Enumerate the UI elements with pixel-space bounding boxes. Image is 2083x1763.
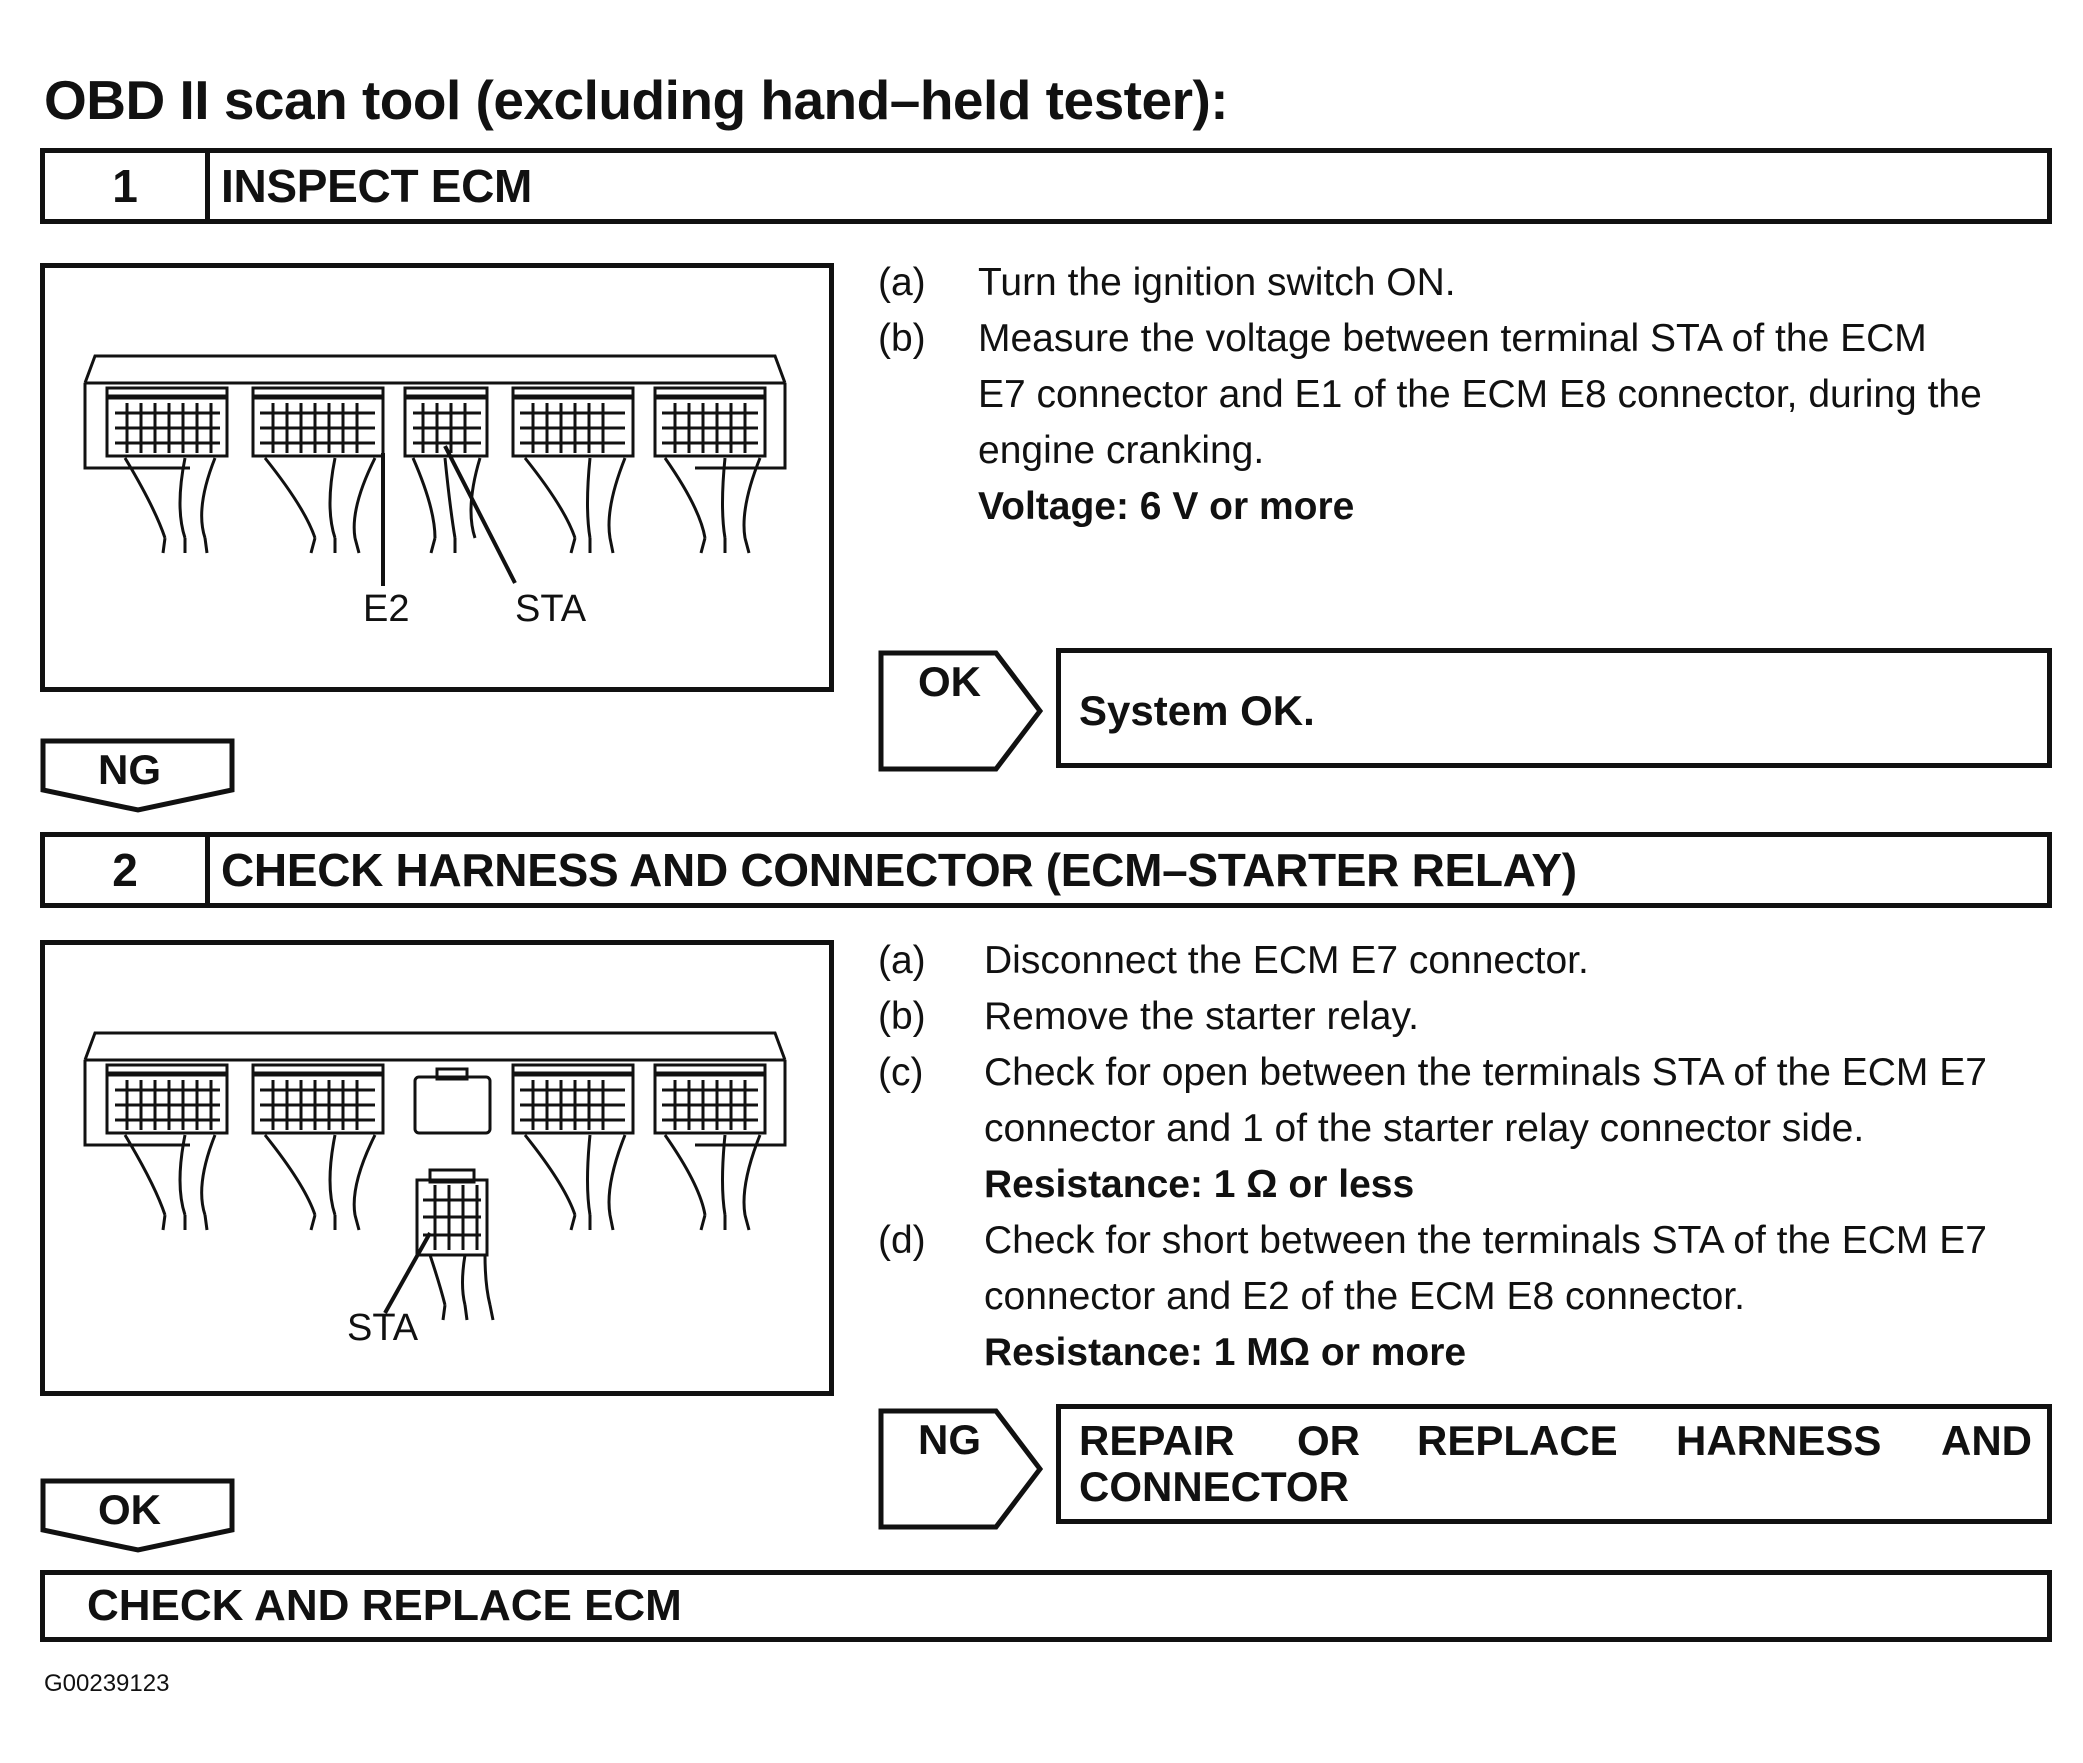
step-1-result-box: System OK. <box>1056 648 2052 768</box>
instruction-text: Disconnect the ECM E7 connector. <box>984 939 1589 982</box>
figure-label-e2: E2 <box>363 588 410 630</box>
step-1-result-text: System OK. <box>1079 687 1315 734</box>
instruction-marker: (b) <box>878 995 926 1038</box>
ng-arrow-tag: NG <box>878 1408 1043 1530</box>
figure-label-sta: STA <box>515 588 587 630</box>
step-2-result-box: REPAIR OR REPLACE HARNESS AND CONNECTOR <box>1056 1404 2052 1524</box>
step-2-instructions: (a) Disconnect the ECM E7 connector. (b)… <box>878 933 2058 1383</box>
instruction-text: engine cranking. <box>978 429 1265 472</box>
step-1-number: 1 <box>45 153 210 219</box>
step-1-figure: E2 STA <box>40 263 834 692</box>
step-2-figure: STA <box>40 940 834 1396</box>
instruction-marker: (d) <box>878 1219 926 1262</box>
instruction-spec: Resistance: 1 Ω or less <box>984 1163 1415 1206</box>
instruction-spec: Voltage: 6 V or more <box>978 485 1355 528</box>
step-2-header: 2 CHECK HARNESS AND CONNECTOR (ECM–START… <box>40 832 2052 908</box>
instruction-text: Check for short between the terminals ST… <box>984 1219 1987 1262</box>
result-word: HARNESS <box>1676 1417 1882 1464</box>
figure-label-sta: STA <box>347 1307 419 1349</box>
instruction-marker: (b) <box>878 317 926 360</box>
result-word: AND <box>1941 1417 2032 1464</box>
instruction-marker: (a) <box>878 939 926 982</box>
result-word: REPAIR <box>1079 1417 1235 1464</box>
instruction-spec: Resistance: 1 MΩ or more <box>984 1331 1467 1374</box>
ecm-connector-diagram-2 <box>83 1031 787 1321</box>
step-1-title: INSPECT ECM <box>221 160 533 212</box>
step-1-header: 1 INSPECT ECM <box>40 148 2052 224</box>
ok-tag-label: OK <box>918 658 981 705</box>
result-word: REPLACE <box>1417 1417 1618 1464</box>
instruction-text: E7 connector and E1 of the ECM E8 connec… <box>978 373 1982 416</box>
instruction-text: Remove the starter relay. <box>984 995 1419 1038</box>
final-action-bar: CHECK AND REPLACE ECM <box>40 1570 2052 1642</box>
ok-arrow-tag: OK <box>878 650 1043 772</box>
ng-tag-label: NG <box>98 746 161 793</box>
instruction-text: connector and E2 of the ECM E8 connector… <box>984 1275 1745 1318</box>
instruction-text: Turn the ignition switch ON. <box>978 261 1456 304</box>
result-word: OR <box>1297 1417 1360 1464</box>
instruction-text: Measure the voltage between terminal STA… <box>978 317 1927 360</box>
ok-tag-label: OK <box>98 1486 161 1533</box>
ok-down-tag: OK <box>40 1478 235 1553</box>
result-word: CONNECTOR <box>1079 1463 1349 1510</box>
ecm-connector-diagram-1 <box>83 354 787 586</box>
ng-down-tag: NG <box>40 738 235 813</box>
instruction-marker: (a) <box>878 261 926 304</box>
step-2-title: CHECK HARNESS AND CONNECTOR (ECM–STARTER… <box>221 844 1577 896</box>
page-title: OBD II scan tool (excluding hand–held te… <box>44 69 1229 131</box>
step-1-instructions: (a) Turn the ignition switch ON. (b) Mea… <box>878 255 2058 535</box>
figure-code: G00239123 <box>44 1670 170 1697</box>
instruction-marker: (c) <box>878 1051 924 1094</box>
instruction-text: connector and 1 of the starter relay con… <box>984 1107 1865 1150</box>
step-2-number: 2 <box>45 837 210 903</box>
instruction-text: Check for open between the terminals STA… <box>984 1051 1987 1094</box>
ng-tag-label: NG <box>918 1416 981 1463</box>
